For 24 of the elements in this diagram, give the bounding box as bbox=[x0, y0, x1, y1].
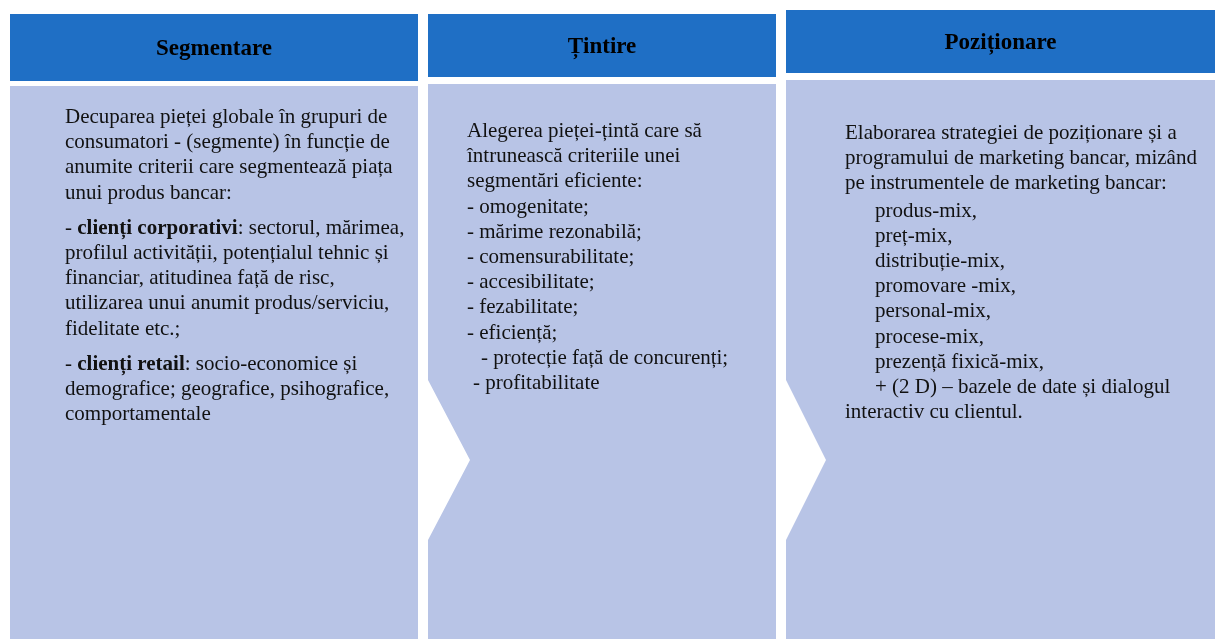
list-item: promovare -mix, bbox=[874, 273, 1018, 299]
list-item: distribuție-mix, bbox=[874, 247, 1007, 274]
column-heading: Poziționare bbox=[786, 10, 1215, 76]
list-item: - clienți corporativi: sectorul, mărimea, profilul activității, potențialul tehnic și financiar, atitudinea față de risc, utilizarea unui anumit produs/serviciu, fidelitate etc.; bbox=[65, 214, 406, 341]
list-item: - comensurabilitate; bbox=[467, 243, 636, 270]
list-item: - omogenitate; bbox=[467, 193, 590, 219]
list-item: - accesibilitate; bbox=[467, 269, 596, 295]
list-item: procese-mix, bbox=[874, 323, 986, 349]
list-item: - eficiență; bbox=[467, 319, 559, 345]
list-item: preț-mix, bbox=[874, 222, 954, 248]
description-text: Alegerea pieței-țintă care să întrunească criteriile unei segmentări eficiente: bbox=[467, 118, 703, 194]
list-item: produs-mix, bbox=[874, 197, 979, 223]
list-item: - profitabilitate bbox=[472, 369, 601, 396]
list-item: + (2 D) – bazele de date și dialogul interactiv cu clientul. bbox=[845, 373, 1172, 425]
description-text: Elaborarea strategiei de poziționare și a programului de marketing bancar, mizând pe instrumentele de marketing bancar: bbox=[845, 120, 1198, 196]
list-item: - mărime rezonabilă; bbox=[467, 218, 643, 244]
column-heading: Segmentare bbox=[10, 14, 418, 84]
list-item: prezență fixică-mix, bbox=[874, 348, 1046, 374]
column-heading: Țintire bbox=[428, 14, 776, 80]
list-item: - protecție față de concurenți; bbox=[480, 344, 730, 370]
description-text: Decuparea pieței globale în grupuri de consumatori - (segmente) în funcție de anumite criterii care segmentează piața unui produs bancar: bbox=[65, 104, 394, 205]
list-item: - fezabilitate; bbox=[467, 294, 580, 320]
list-item: personal-mix, bbox=[874, 298, 993, 324]
list-item: - clienți retail: socio-economice și demografice; geografice, psihografice, comportamentale bbox=[65, 350, 391, 427]
